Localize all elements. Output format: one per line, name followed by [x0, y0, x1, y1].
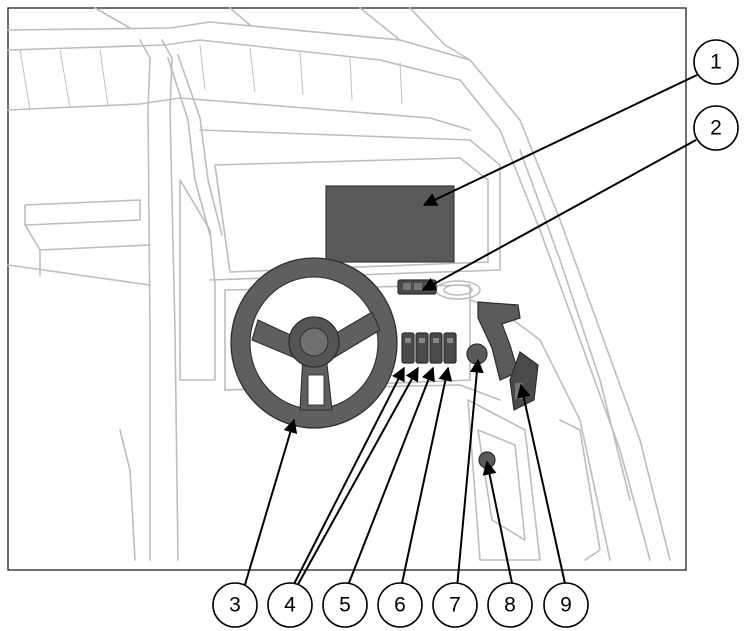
helm-illustration: [7, 7, 671, 561]
callout-1: 1: [693, 39, 739, 85]
callout-7-circle: [432, 582, 478, 628]
callout-4-circle: [267, 582, 313, 628]
callout-8-circle: [487, 582, 533, 628]
display-screen: [325, 185, 455, 263]
callout-8: 8: [487, 582, 533, 628]
leader-9: [516, 383, 567, 589]
leader-5: [346, 366, 435, 589]
callout-7: 7: [432, 582, 478, 628]
callout-9-label: 9: [560, 594, 572, 617]
callout-9-circle: [543, 582, 589, 628]
leader-4b: [295, 366, 419, 589]
leader-3: [243, 418, 298, 589]
rocker-switches: [401, 332, 457, 364]
leader-lines: [243, 74, 698, 589]
callout-2: 2: [693, 105, 739, 151]
callout-5-label: 5: [339, 594, 351, 617]
leader-7: [456, 358, 484, 589]
leader-8: [482, 460, 514, 589]
callout-3-circle: [212, 582, 258, 628]
callout-1-circle: [693, 39, 739, 85]
steering-wheel: [230, 257, 398, 429]
leader-6: [400, 366, 453, 589]
callout-4: 4: [267, 582, 313, 628]
callout-5: 5: [322, 582, 368, 628]
callout-2-circle: [693, 105, 739, 151]
leader-1: [422, 74, 698, 206]
callout-9: 9: [543, 582, 589, 628]
callout-5-circle: [322, 582, 368, 628]
callout-3-label: 3: [229, 594, 241, 617]
callout-7-label: 7: [449, 594, 461, 617]
leader-4a: [291, 366, 405, 589]
leader-2: [421, 139, 697, 291]
callout-6-label: 6: [394, 594, 406, 617]
callout-6: 6: [377, 582, 423, 628]
callout-3: 3: [212, 582, 258, 628]
callout-8-label: 8: [504, 594, 516, 617]
throttle-lever: [477, 301, 539, 411]
callout-1-label: 1: [710, 51, 722, 74]
illustration-frame: [7, 7, 687, 571]
callout-4-label: 4: [284, 594, 296, 617]
callout-2-label: 2: [710, 117, 722, 140]
callout-6-circle: [377, 582, 423, 628]
